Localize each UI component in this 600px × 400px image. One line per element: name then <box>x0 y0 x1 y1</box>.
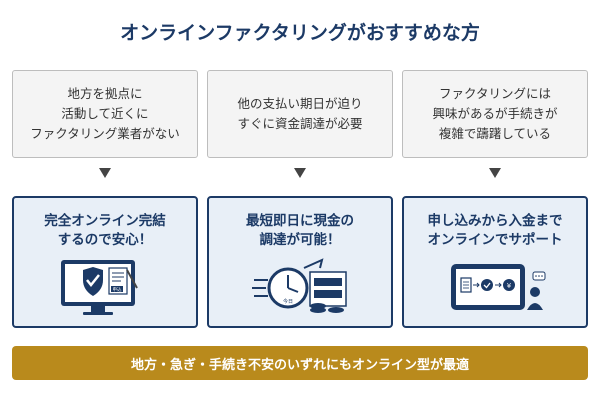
down-arrow-icon <box>99 168 111 178</box>
computer-security-icon: 申込 <box>61 260 138 315</box>
solution-title: 申し込みから入金まで オンラインでサポート <box>404 212 586 250</box>
tablet-support-icon: ¥ <box>451 264 546 310</box>
solution-title: 完全オンライン完結 するので安心！ <box>14 212 196 250</box>
problem-line: 活動して近くに <box>61 106 149 121</box>
solution-title: 最短即日に現金の 調達が可能！ <box>209 212 391 250</box>
clock-label-text: 今日 <box>283 298 293 305</box>
problem-line: 興味があるが手続きが <box>432 106 558 121</box>
document-badge-text: 申込 <box>113 286 122 293</box>
problem-line: 地方を拠点に <box>67 86 143 101</box>
solution-box-online: 完全オンライン完結 するので安心！ 申込 <box>12 196 198 328</box>
problem-box-rural: 地方を拠点に 活動して近くに ファクタリング業者がない <box>12 70 198 158</box>
solution-line: するので安心！ <box>57 232 153 248</box>
solution-box-same-day: 最短即日に現金の 調達が可能！ 今日 <box>207 196 393 328</box>
problem-line: 複雑で躊躇している <box>438 126 552 141</box>
problem-line: ファクタリングには <box>438 86 551 101</box>
down-arrow-icon <box>294 168 306 178</box>
clock-money-icon: 今日 <box>252 258 347 313</box>
problem-line: すぐに資金調達が必要 <box>237 116 363 131</box>
solution-line: 完全オンライン完結 <box>44 213 166 229</box>
problem-line: ファクタリング業者がない <box>30 126 180 141</box>
solution-box-support: 申し込みから入金まで オンラインでサポート ¥ <box>402 196 588 328</box>
down-arrow-icon <box>489 168 501 178</box>
solution-line: 調達が可能！ <box>259 232 341 248</box>
problem-box-hesitant: ファクタリングには 興味があるが手続きが 複雑で躊躇している <box>402 70 588 158</box>
solution-line: 最短即日に現金の <box>246 213 354 229</box>
solution-line: 申し込みから入金まで <box>427 213 563 229</box>
problem-line: 他の支払い期日が迫り <box>237 96 363 111</box>
page-title: オンラインファクタリングがおすすめな方 <box>120 22 480 44</box>
yen-symbol-text: ¥ <box>507 282 512 290</box>
solution-line: オンラインでサポート <box>427 232 563 248</box>
problem-box-urgent: 他の支払い期日が迫り すぐに資金調達が必要 <box>207 70 393 158</box>
summary-banner: 地方・急ぎ・手続き不安のいずれにもオンライン型が最適 <box>12 346 588 380</box>
